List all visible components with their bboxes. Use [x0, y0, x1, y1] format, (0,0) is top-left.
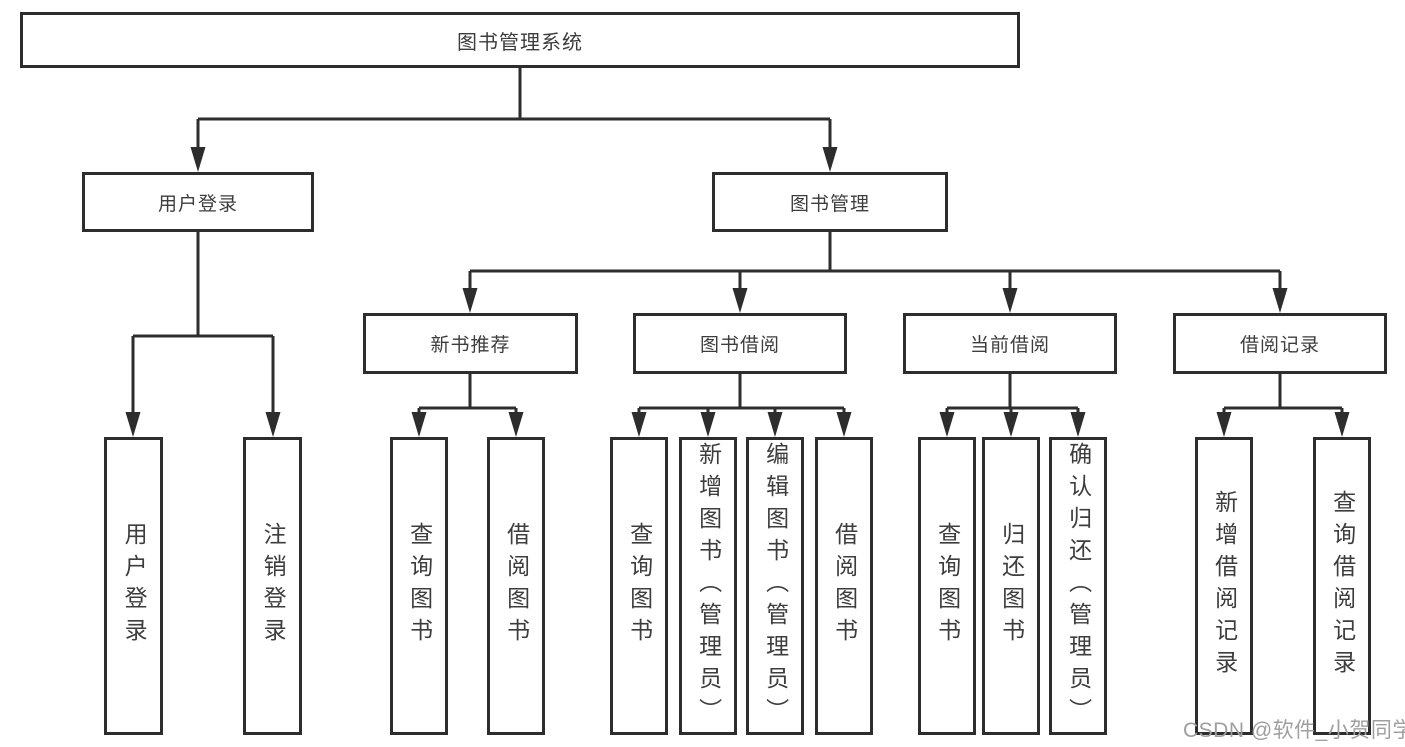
- node-label: 图书管理: [789, 193, 870, 215]
- node-label: 编辑图书（管理员）: [762, 442, 789, 730]
- leaf-current-return-books: 归还图书: [982, 437, 1040, 735]
- node-book-management: 图书管理: [712, 172, 948, 232]
- node-library-management-system: 图书管理系统: [20, 12, 1020, 68]
- node-label: 注销登录: [260, 522, 287, 650]
- node-label: 图书借阅: [699, 335, 780, 356]
- node-label: 用户登录: [121, 522, 148, 650]
- node-label: 查询图书: [626, 522, 653, 650]
- node-label: 归还图书: [998, 522, 1025, 650]
- node-new-book-recommend: 新书推荐: [363, 313, 578, 374]
- node-label: 查询图书: [406, 522, 433, 650]
- node-label: 新增借阅记录: [1211, 490, 1238, 682]
- node-label: 查询图书: [934, 522, 961, 650]
- leaf-borrowing-add-books-admin: 新增图书（管理员）: [679, 437, 737, 735]
- node-current-borrowing: 当前借阅: [903, 313, 1117, 374]
- leaf-recommend-borrow-books: 借阅图书: [487, 437, 545, 735]
- node-label: 当前借阅: [969, 335, 1050, 356]
- leaf-current-query-books: 查询图书: [918, 437, 976, 735]
- node-user-login: 用户登录: [82, 172, 314, 232]
- leaf-recommend-query-books: 查询图书: [390, 437, 448, 735]
- node-borrowing-records: 借阅记录: [1173, 313, 1387, 374]
- node-label: 新书推荐: [430, 335, 511, 356]
- node-label: 借阅记录: [1239, 335, 1320, 356]
- leaf-user-login: 用户登录: [104, 437, 163, 735]
- leaf-borrowing-edit-books-admin: 编辑图书（管理员）: [746, 437, 804, 735]
- node-label: 确认归还（管理员）: [1065, 442, 1092, 730]
- node-book-borrowing: 图书借阅: [633, 313, 847, 374]
- node-label: 借阅图书: [831, 522, 858, 650]
- node-label: 查询借阅记录: [1329, 490, 1356, 682]
- leaf-records-query-record: 查询借阅记录: [1313, 437, 1371, 735]
- node-label: 新增图书（管理员）: [695, 442, 722, 730]
- node-label: 用户登录: [157, 193, 238, 215]
- leaf-logout: 注销登录: [243, 437, 302, 735]
- node-label: 图书管理系统: [457, 31, 583, 54]
- csdn-watermark: CSDN @软件_小贺同学: [1183, 719, 1405, 742]
- leaf-borrowing-query-books: 查询图书: [610, 437, 668, 735]
- leaf-records-add-record: 新增借阅记录: [1195, 437, 1253, 735]
- node-label: 借阅图书: [503, 522, 530, 650]
- leaf-current-confirm-return-admin: 确认归还（管理员）: [1049, 437, 1107, 735]
- leaf-borrowing-borrow-books: 借阅图书: [815, 437, 873, 735]
